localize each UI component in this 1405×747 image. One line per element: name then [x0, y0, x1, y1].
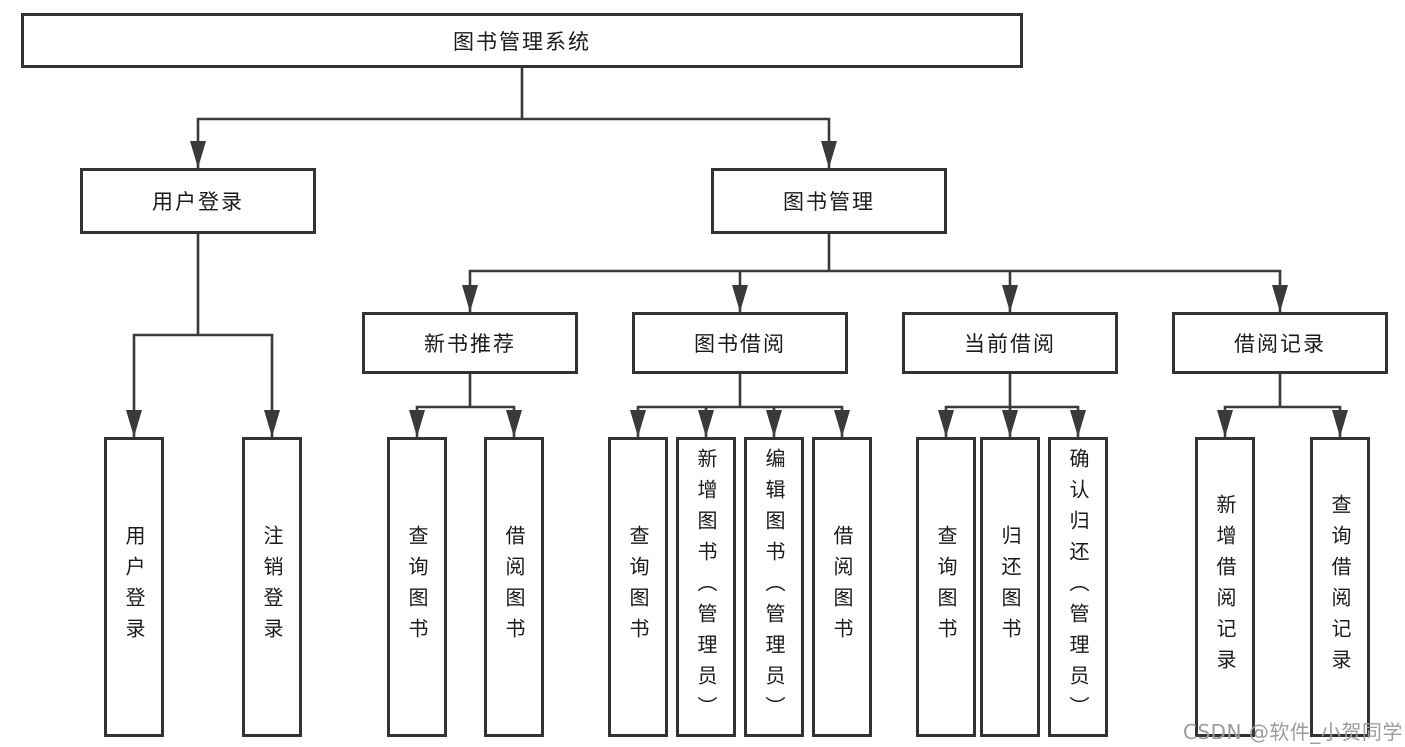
node-root: 图书管理系统	[21, 13, 1023, 68]
leaf-borrow-borrow-books-label: 借阅图书	[830, 525, 854, 649]
leaf-borrow-borrow-books: 借阅图书	[812, 437, 872, 737]
leaf-borrow-edit-books-admin: 编辑图书（管理员）	[744, 437, 804, 737]
leaf-record-query-borrow-record-label: 查询借阅记录	[1328, 494, 1352, 680]
arrowheads	[126, 141, 1348, 437]
node-book-borrow: 图书借阅	[632, 312, 848, 374]
leaf-user-login: 用户登录	[104, 437, 164, 737]
node-borrow-record-label: 借阅记录	[1234, 332, 1326, 356]
leaf-newbook-query-books: 查询图书	[387, 437, 447, 737]
node-book-borrow-label: 图书借阅	[694, 332, 786, 356]
node-user-login-label: 用户登录	[152, 190, 244, 214]
node-book-management: 图书管理	[711, 168, 947, 234]
node-current-borrow-label: 当前借阅	[964, 332, 1056, 356]
leaf-logout: 注销登录	[242, 437, 302, 737]
node-book-management-label: 图书管理	[783, 190, 875, 214]
leaf-borrow-add-books-admin: 新增图书（管理员）	[676, 437, 736, 737]
leaf-borrow-query-books-label: 查询图书	[626, 525, 650, 649]
leaf-borrow-edit-books-admin-label: 编辑图书（管理员）	[762, 447, 786, 727]
leaf-newbook-query-books-label: 查询图书	[405, 525, 429, 649]
leaf-current-confirm-return-admin-label: 确认归还（管理员）	[1066, 447, 1090, 727]
node-current-borrow: 当前借阅	[902, 312, 1118, 374]
leaf-current-return-books-label: 归还图书	[998, 525, 1022, 649]
leaf-borrow-add-books-admin-label: 新增图书（管理员）	[694, 447, 718, 727]
node-new-book-recommend: 新书推荐	[362, 312, 578, 374]
node-borrow-record: 借阅记录	[1172, 312, 1388, 374]
leaf-current-return-books: 归还图书	[980, 437, 1040, 737]
leaf-current-query-books: 查询图书	[916, 437, 976, 737]
leaf-newbook-borrow-books: 借阅图书	[484, 437, 544, 737]
node-root-label: 图书管理系统	[453, 29, 591, 54]
leaf-newbook-borrow-books-label: 借阅图书	[502, 525, 526, 649]
node-user-login: 用户登录	[80, 168, 316, 234]
leaf-borrow-query-books: 查询图书	[608, 437, 668, 737]
leaf-user-login-label: 用户登录	[122, 525, 146, 649]
leaf-record-query-borrow-record: 查询借阅记录	[1310, 437, 1370, 737]
leaf-record-add-borrow-record: 新增借阅记录	[1195, 437, 1255, 737]
leaf-current-query-books-label: 查询图书	[934, 525, 958, 649]
leaf-current-confirm-return-admin: 确认归还（管理员）	[1048, 437, 1108, 737]
csdn-watermark: CSDN @软件_小贺同学	[1183, 720, 1403, 744]
leaf-record-add-borrow-record-label: 新增借阅记录	[1213, 494, 1237, 680]
node-new-book-recommend-label: 新书推荐	[424, 332, 516, 356]
leaf-logout-label: 注销登录	[260, 525, 284, 649]
